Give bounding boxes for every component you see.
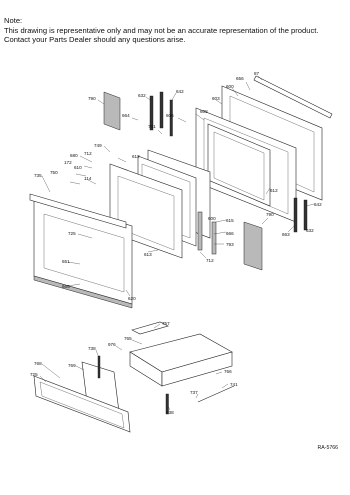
label-735: 735 bbox=[34, 173, 42, 178]
label-615: 615 bbox=[226, 218, 234, 223]
leader-lines bbox=[39, 75, 315, 411]
label-750: 750 bbox=[50, 170, 58, 175]
label-612-right: 612 bbox=[270, 188, 278, 193]
part-drawer-slide-left bbox=[97, 355, 101, 379]
label-610: 610 bbox=[74, 165, 82, 170]
drawing-reference-code: RA-5766 bbox=[317, 445, 338, 451]
label-790-right: 790 bbox=[266, 212, 274, 217]
label-632-top: 632 bbox=[138, 93, 146, 98]
part-labels: 87 656 600 790 632 642 603 664 606 608 7… bbox=[30, 71, 322, 415]
part-hinge-right-b bbox=[303, 199, 308, 231]
note-line-1: This drawing is representative only and … bbox=[4, 25, 319, 35]
label-712-top: 712 bbox=[84, 151, 92, 156]
part-drawer-front-inner bbox=[39, 381, 125, 429]
label-766: 766 bbox=[224, 369, 232, 374]
part-hinge-left-c bbox=[169, 99, 173, 137]
part-window-frame-inner bbox=[117, 175, 175, 251]
label-769: 769 bbox=[68, 363, 76, 368]
label-613: 613 bbox=[144, 252, 152, 257]
part-top-trim bbox=[253, 75, 333, 119]
part-window-pack bbox=[207, 123, 271, 207]
label-600: 600 bbox=[226, 84, 234, 89]
part-insulation-right bbox=[243, 221, 263, 271]
label-749: 749 bbox=[94, 143, 102, 148]
label-680: 680 bbox=[70, 153, 78, 158]
part-drawer-rod bbox=[197, 385, 235, 403]
label-793: 793 bbox=[226, 242, 234, 247]
label-642-top: 642 bbox=[176, 89, 184, 94]
label-656: 656 bbox=[236, 76, 244, 81]
label-172: 172 bbox=[64, 160, 72, 165]
label-612-top: 612 bbox=[132, 154, 140, 159]
label-791: 791 bbox=[148, 124, 156, 129]
label-738-left: 738 bbox=[88, 346, 96, 351]
part-hinge-left-b bbox=[159, 91, 164, 129]
label-608: 608 bbox=[200, 109, 208, 114]
note-heading: Note: bbox=[4, 16, 23, 25]
part-bottom-trim bbox=[33, 275, 133, 309]
label-632-right: 632 bbox=[306, 228, 314, 233]
label-663: 663 bbox=[282, 232, 290, 237]
label-606: 606 bbox=[166, 113, 174, 118]
label-665: 665 bbox=[62, 284, 70, 289]
part-outer-door-window bbox=[43, 213, 125, 293]
label-642-right: 642 bbox=[314, 202, 322, 207]
label-600-mid: 600 bbox=[208, 216, 216, 221]
label-768: 768 bbox=[34, 361, 42, 366]
part-side-channel-a bbox=[197, 211, 203, 251]
label-666: 666 bbox=[226, 231, 234, 236]
note-line-2: Contact your Parts Dealer should any que… bbox=[4, 35, 186, 45]
part-side-channel-b bbox=[211, 221, 217, 255]
label-765: 765 bbox=[124, 336, 132, 341]
label-790-top: 790 bbox=[88, 96, 96, 101]
label-87: 87 bbox=[254, 71, 260, 76]
part-insulation-left bbox=[103, 91, 121, 131]
label-741: 741 bbox=[230, 382, 238, 387]
label-620: 620 bbox=[128, 296, 136, 301]
label-738-right: 738 bbox=[166, 410, 174, 415]
part-drawer-slide-right bbox=[165, 393, 169, 415]
part-hinge-left-a bbox=[149, 95, 154, 131]
part-hinge-right-a bbox=[293, 197, 298, 233]
label-725-door: 725 bbox=[68, 231, 76, 236]
part-drawer-front bbox=[33, 375, 131, 433]
door-assembly bbox=[29, 75, 333, 309]
label-603: 603 bbox=[212, 96, 220, 101]
disclaimer-note: Note: This drawing is representative onl… bbox=[4, 16, 318, 45]
label-712-bottom: 712 bbox=[206, 258, 214, 263]
label-725-drawer: 725 bbox=[30, 372, 38, 377]
label-757: 757 bbox=[162, 321, 170, 326]
label-737: 737 bbox=[190, 390, 198, 395]
part-gasket-inner bbox=[203, 117, 289, 215]
drawer-assembly bbox=[33, 321, 235, 433]
label-651: 651 bbox=[62, 259, 70, 264]
label-976: 976 bbox=[108, 342, 116, 347]
part-drawer-pan-side bbox=[161, 351, 233, 387]
part-door-handle bbox=[29, 193, 127, 229]
label-114: 114 bbox=[84, 176, 92, 181]
part-drawer-rail bbox=[131, 321, 169, 335]
part-window-inner bbox=[213, 131, 265, 201]
label-664: 664 bbox=[122, 113, 130, 118]
